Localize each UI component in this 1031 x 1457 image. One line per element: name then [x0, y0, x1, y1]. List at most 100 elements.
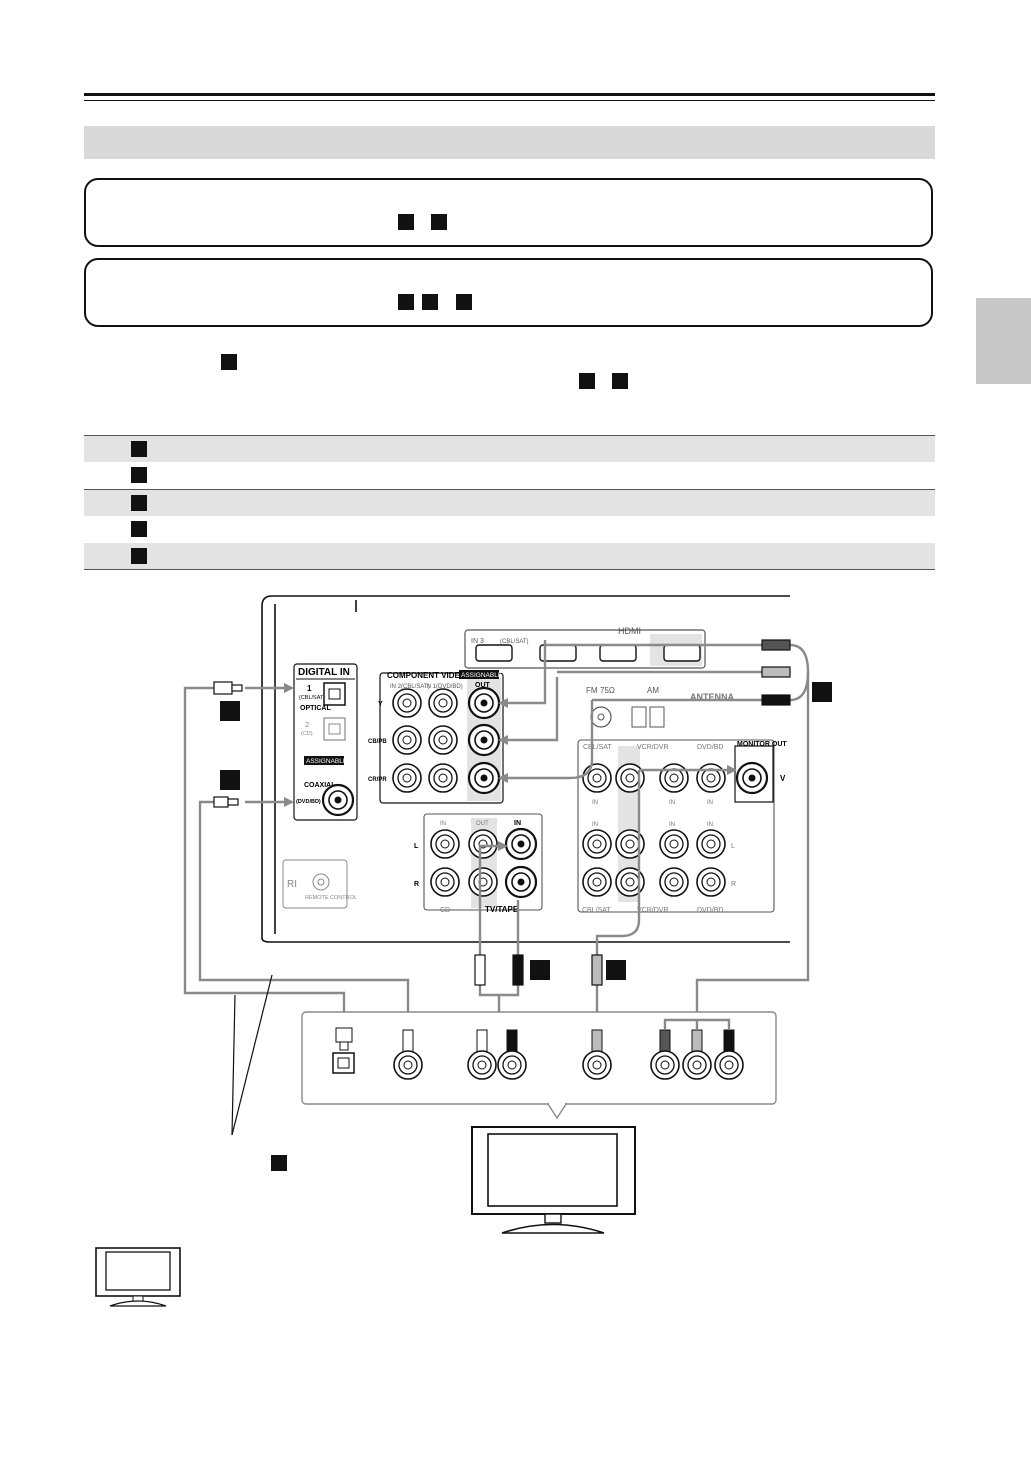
composite-video-block: CBL/SAT VCR/DVR DVD/BD MONITOR OUT V IN …	[577, 739, 787, 914]
cd-jack	[430, 867, 460, 897]
video-jack	[659, 763, 689, 793]
remote-control-label: REMOTE CONTROL	[305, 895, 357, 901]
optical-1-label: 1	[307, 684, 312, 693]
cd-tvtape-block: IN OUT IN L R CD TV/TAPE	[414, 813, 543, 914]
optical-1-sub: (CBL/SAT)	[299, 695, 325, 701]
in-label: IN	[669, 822, 675, 828]
cbl-sat-label-bottom: CBL/SAT	[582, 907, 611, 914]
crpr-label: CR/PR	[368, 777, 387, 783]
dvd-bd-label-top: DVD/BD	[697, 744, 723, 751]
component-jack	[428, 725, 458, 755]
tv-coaxial-jack	[393, 1050, 423, 1080]
label-square	[131, 521, 147, 537]
component-jack	[428, 688, 458, 718]
cd-jack	[430, 829, 460, 859]
dvd-bd-label-bottom: DVD/BD	[697, 907, 723, 914]
component-out-label: OUT	[475, 682, 491, 689]
label-square	[431, 214, 447, 230]
tvtape-in-jack-l	[504, 827, 538, 861]
monitor-out-jack	[735, 761, 769, 795]
hdmi-label: HDMI	[618, 626, 641, 636]
in-label: IN	[592, 822, 598, 828]
v-label: V	[780, 774, 786, 783]
tvtape-label: TV/TAPE	[485, 905, 519, 914]
optical-label: OPTICAL	[300, 705, 331, 712]
component-jack	[428, 763, 458, 793]
receiver-back-panel	[261, 595, 790, 943]
video-jack	[582, 763, 612, 793]
info-box-2	[84, 258, 933, 327]
ohm-label: 75Ω	[600, 686, 615, 695]
header-rule-thin	[84, 100, 935, 101]
l-label: L	[731, 843, 735, 850]
audio-jack	[582, 867, 612, 897]
label-square	[612, 373, 628, 389]
tv-audio-jack	[497, 1050, 527, 1080]
tv-component-jack	[682, 1050, 712, 1080]
antenna-block: FM 75Ω AM ANTENNA	[586, 686, 734, 728]
tvtape-out-jack	[468, 867, 498, 897]
diagram-markers	[220, 682, 832, 1171]
table-rule	[84, 489, 935, 490]
cbl-sat-label-top: CBL/SAT	[583, 744, 612, 751]
table-rule	[84, 435, 935, 436]
assignable-label: ASSIGNABLE	[306, 758, 348, 765]
antenna-label: ANTENNA	[690, 692, 734, 702]
tvtape-out-jack	[468, 829, 498, 859]
tvtape-in-label: IN	[514, 820, 521, 827]
tv-audio-jack	[467, 1050, 497, 1080]
table-row	[84, 436, 935, 462]
label-square	[579, 373, 595, 389]
info-box-1	[84, 178, 933, 247]
in-label: IN	[592, 800, 598, 806]
fm-label: FM	[586, 686, 598, 695]
component-out-jack-y	[467, 686, 501, 720]
component-jack	[392, 725, 422, 755]
coaxial-label: COAXIAL	[304, 782, 336, 789]
audio-jack	[659, 867, 689, 897]
audio-jack	[696, 829, 726, 859]
optical-2-sub: (CD)	[301, 731, 313, 737]
table-row	[84, 490, 935, 516]
chapter-tab	[976, 298, 1031, 384]
vcr-dvr-label-bottom: VCR/DVR	[637, 907, 669, 914]
l-label: L	[414, 843, 419, 850]
am-label: AM	[647, 686, 659, 695]
component-out-jack-pb	[467, 723, 501, 757]
label-square	[131, 441, 147, 457]
component-video-label: COMPONENT VIDEO	[387, 671, 466, 680]
tv-component-jack	[714, 1050, 744, 1080]
in-label: IN	[707, 800, 713, 806]
digital-in-label: DIGITAL IN	[298, 667, 350, 678]
cables	[183, 640, 810, 1030]
coaxial-jack	[321, 783, 355, 817]
audio-jack	[582, 829, 612, 859]
plugs	[213, 639, 791, 986]
digital-in-block: DIGITAL IN 1 (CBL/SAT) OPTICAL 2 (CD) AS…	[293, 663, 358, 821]
r-label: R	[731, 881, 736, 888]
out-label: OUT	[476, 821, 489, 827]
label-square	[131, 548, 147, 564]
component-in2-label: IN 2(CBL/SAT)	[390, 684, 430, 690]
pointer-lines	[231, 974, 273, 1136]
component-jack	[392, 688, 422, 718]
tv-input-panel	[301, 1011, 777, 1120]
table-rule	[84, 569, 935, 570]
component-assignable-label: ASSIGNABLE	[461, 672, 503, 679]
tv-video-jack	[582, 1050, 612, 1080]
label-square	[398, 294, 414, 310]
component-in1-label: IN 1(DVD/BD)	[425, 684, 463, 690]
component-out-jack-pr	[467, 761, 501, 795]
hdmi-block: HDMI IN 3 (CBL/SAT)	[464, 626, 706, 669]
in-label: IN	[440, 821, 446, 827]
cbpb-label: CB/PB	[368, 739, 387, 745]
optical-2-label: 2	[305, 720, 309, 729]
table-row	[84, 516, 935, 542]
r-label: R	[414, 881, 419, 888]
label-square	[221, 354, 237, 370]
audio-jack	[696, 867, 726, 897]
hdmi-in3-label: IN 3	[471, 638, 484, 645]
cable-arrows	[284, 683, 737, 851]
remote-control-block: RI REMOTE CONTROL	[282, 859, 357, 909]
cd-label: CD	[440, 907, 450, 914]
